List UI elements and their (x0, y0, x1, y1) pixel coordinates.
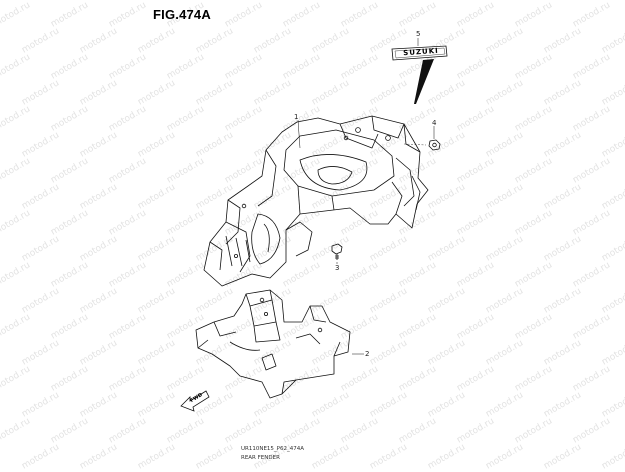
screw-part (331, 243, 343, 260)
figure-code: UR110NE15_P62_474A (241, 446, 305, 452)
callout-3: 3 (335, 264, 340, 272)
callout-2: 2 (365, 350, 370, 358)
rear-fender-upper-part (203, 115, 429, 287)
rear-fender-lower-part (195, 289, 351, 399)
fwd-arrow (180, 390, 210, 412)
nut-part (428, 139, 441, 151)
callout-4: 4 (432, 119, 437, 127)
callout-5: 5 (416, 30, 421, 38)
figure-title: FIG.474A (153, 7, 211, 22)
callout-1: 1 (294, 113, 299, 121)
emblem-part (391, 45, 448, 104)
figure-caption: REAR FENDER (241, 455, 280, 461)
